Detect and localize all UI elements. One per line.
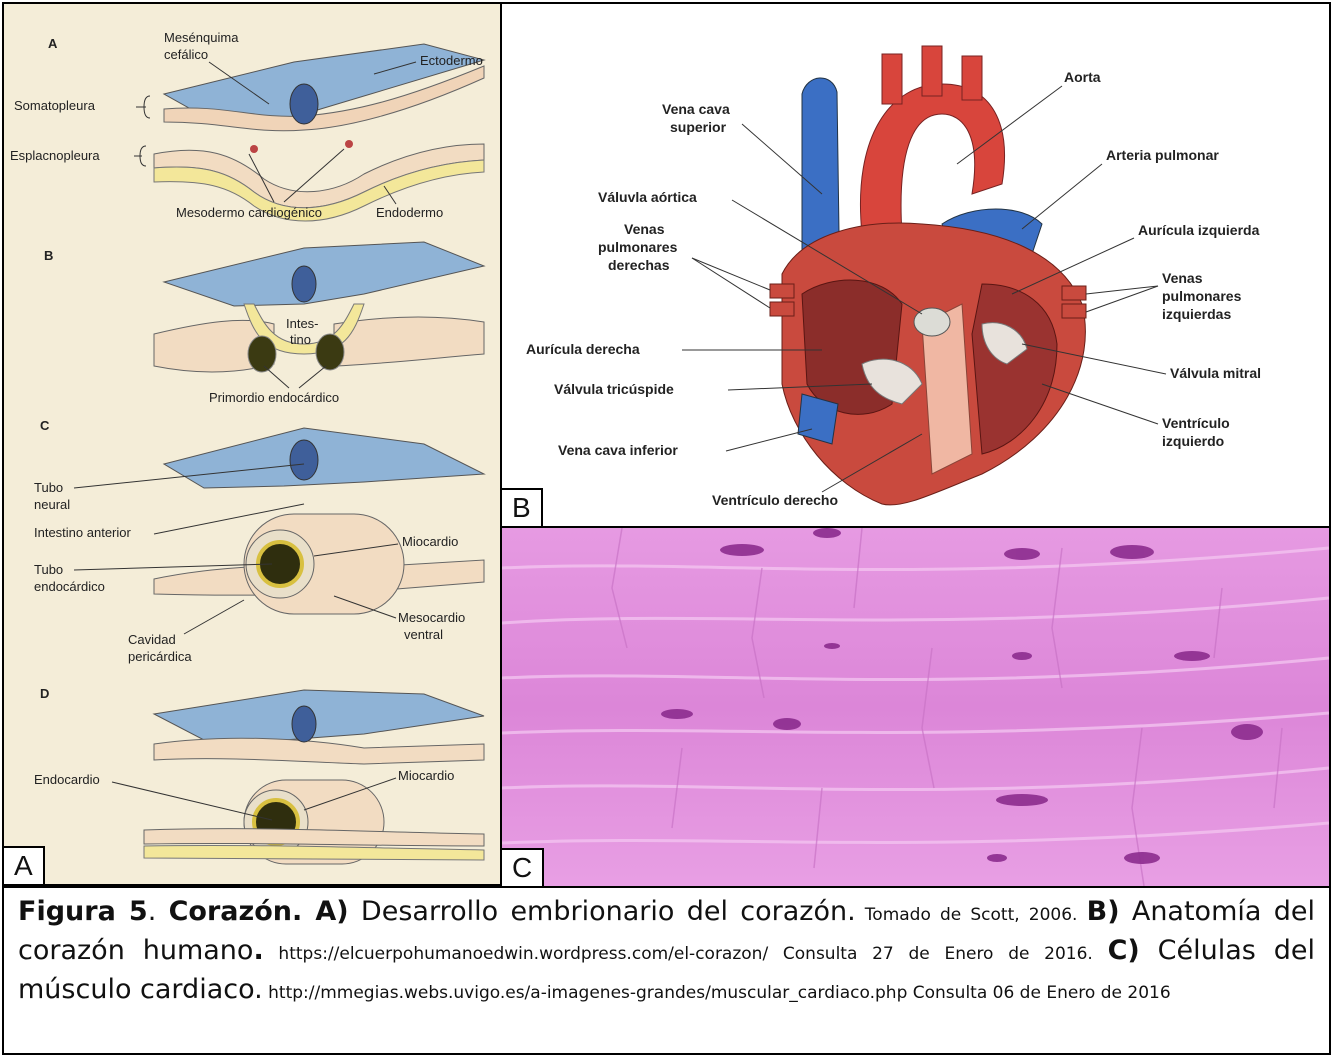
label-cavidad-1: Cavidad — [128, 632, 176, 647]
muscle-micrograph — [502, 528, 1329, 886]
label-venas-der-2: pulmonares — [598, 239, 678, 255]
stage-a-drawing — [154, 44, 484, 221]
step-label-a: A — [48, 36, 58, 51]
label-somatopleura: Somatopleura — [14, 98, 96, 113]
label-esplacnopleura: Esplacnopleura — [10, 148, 100, 163]
caption-c-source: http://mmegias.webs.uvigo.es/a-imagenes-… — [263, 983, 1171, 1003]
panel-b-tag: B — [502, 488, 543, 526]
label-ventriculo-izq-2: izquierdo — [1162, 433, 1224, 449]
heart-diagram: Aorta Vena cava superior Arteria pulmona… — [502, 4, 1329, 526]
panel-a-embryo-development: A B C D — [4, 4, 502, 886]
caption-a-source: Tomado de Scott, 2006. — [856, 905, 1087, 925]
label-ventriculo-izq-1: Ventrículo — [1162, 415, 1230, 431]
step-label-b: B — [44, 248, 53, 263]
label-endocardio: Endocardio — [34, 772, 100, 787]
label-valvula-aortica: Váluvla aórtica — [598, 189, 697, 205]
heart-illustration — [770, 46, 1086, 505]
label-venas-izq-2: pulmonares — [1162, 288, 1242, 304]
caption-title: Corazón. A) — [169, 896, 349, 927]
label-endodermo: Endodermo — [376, 205, 443, 220]
caption-b-label: B) — [1087, 896, 1120, 927]
label-tubo-endo-1: Tubo — [34, 562, 63, 577]
panel-a-tag: A — [4, 846, 45, 884]
caption-b-source: https://elcuerpohumanoedwin.wordpress.co… — [264, 944, 1108, 964]
stage-b-drawing — [154, 242, 484, 372]
step-label-c: C — [40, 418, 50, 433]
label-miocardio-d: Miocardio — [398, 768, 454, 783]
label-valvula-mitral: Válvula mitral — [1170, 365, 1261, 381]
caption-a-text: Desarrollo embrionario del corazón. — [349, 896, 856, 927]
panel-b-heart-anatomy: Aorta Vena cava superior Arteria pulmona… — [502, 4, 1329, 528]
panel-c-cardiac-muscle: C — [502, 528, 1329, 886]
label-mesenquima-1: Mesénquima — [164, 30, 239, 45]
label-mesenquima-2: cefálico — [164, 47, 208, 62]
label-mesocardio-1: Mesocardio — [398, 610, 465, 625]
label-auricula-der: Aurícula derecha — [526, 341, 640, 357]
label-miocardio-c: Miocardio — [402, 534, 458, 549]
label-cavidad-2: pericárdica — [128, 649, 192, 664]
label-venas-izq-3: izquierdas — [1162, 306, 1231, 322]
label-primordio: Primordio endocárdico — [209, 390, 339, 405]
label-tubo-neural-1: Tubo — [34, 480, 63, 495]
label-arteria-pulmonar: Arteria pulmonar — [1106, 147, 1219, 163]
label-vena-cava-sup-1: Vena cava — [662, 101, 730, 117]
panel-c-tag: C — [502, 848, 544, 886]
label-venas-der-3: derechas — [608, 257, 670, 273]
label-ectodermo: Ectodermo — [420, 53, 483, 68]
label-mesodermo: Mesodermo cardiogénico — [176, 205, 322, 220]
figure-caption: Figura 5. Corazón. A) Desarrollo embrion… — [4, 886, 1329, 1053]
label-valvula-tricuspide: Válvula tricúspide — [554, 381, 674, 397]
step-label-d: D — [40, 686, 49, 701]
caption-b-dot: . — [253, 935, 263, 966]
label-mesocardio-2: ventral — [404, 627, 443, 642]
label-tubo-endo-2: endocárdico — [34, 579, 105, 594]
caption-fig-number: Figura 5 — [18, 896, 148, 927]
label-vena-cava-inf: Vena cava inferior — [558, 442, 678, 458]
label-tubo-neural-2: neural — [34, 497, 70, 512]
label-aorta: Aorta — [1064, 69, 1101, 85]
label-venas-der-1: Venas — [624, 221, 665, 237]
label-vena-cava-sup-2: superior — [670, 119, 727, 135]
caption-separator: . — [148, 896, 169, 927]
label-auricula-izq: Aurícula izquierda — [1138, 222, 1260, 238]
caption-c-label: C) — [1108, 935, 1140, 966]
label-venas-izq-1: Venas — [1162, 270, 1203, 286]
label-intestino-anterior: Intestino anterior — [34, 525, 132, 540]
label-intestino-2: tino — [290, 332, 311, 347]
embryo-diagram: A B C D — [4, 4, 500, 884]
label-intestino-1: Intes- — [286, 316, 319, 331]
stage-c-drawing — [154, 428, 484, 614]
label-ventriculo-der: Ventrículo derecho — [712, 492, 838, 508]
